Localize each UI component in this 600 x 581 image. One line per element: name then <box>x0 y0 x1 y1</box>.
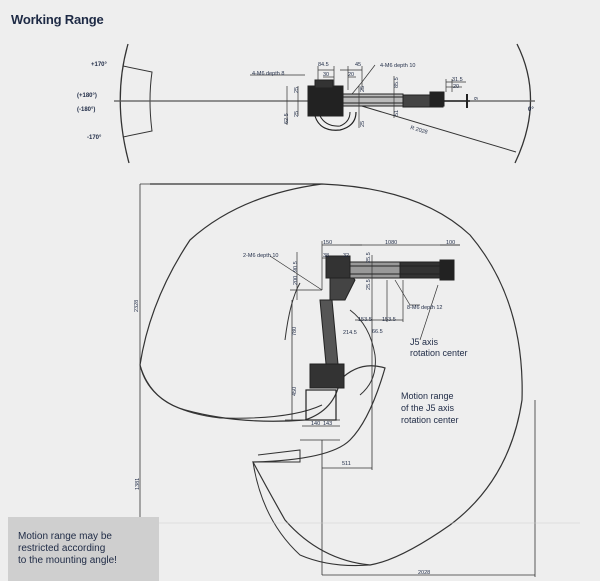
dim-153-5-b: 153.5 <box>382 317 396 323</box>
dim-143: 143 <box>323 421 332 427</box>
dim-780: 780 <box>292 327 298 336</box>
dim-31-5: 31.5 <box>452 77 463 83</box>
dim-1381: 1381 <box>135 478 141 490</box>
angle-label-plus-170: +170° <box>91 62 108 68</box>
side-view-inner-envelope <box>139 364 323 419</box>
section-title: Working Range <box>11 12 104 27</box>
dim-32: 32 <box>343 253 349 259</box>
dim-25-a: 25 <box>294 87 300 93</box>
dim-2328: 2328 <box>134 300 140 312</box>
dim-62-5: 62.5 <box>284 113 290 124</box>
dim-51: 51 <box>394 110 400 116</box>
mounting-angle-note-text: Motion range may be restricted according… <box>18 531 117 566</box>
dim-150: 150 <box>323 240 332 246</box>
angle-label-minus-180: (-180°) <box>77 107 95 113</box>
motion-line-1: Motion range <box>401 391 454 401</box>
top-view-radius-line <box>354 103 517 153</box>
dim-38: 38 <box>323 253 329 259</box>
top-view-arc-left <box>119 43 130 164</box>
dim-45: 45 <box>355 62 361 68</box>
dim-153-5-a: 153.5 <box>358 317 372 323</box>
dim-90-5: 90.5 <box>293 261 299 272</box>
dim-20-b: 20 <box>453 84 459 90</box>
angle-label-minus-170: -170° <box>87 135 102 141</box>
dim-85-5: 85.5 <box>394 77 400 88</box>
angle-label-zero: 0° <box>528 107 534 113</box>
top-view-arc-right <box>514 43 532 164</box>
side-view-robot <box>305 255 455 421</box>
dim-20: 20 <box>348 72 354 78</box>
mounting-angle-note: Motion range may be restricted according… <box>8 517 159 581</box>
dim-214-5: 214.5 <box>343 330 357 336</box>
dim-84-5: 84.5 <box>318 62 329 68</box>
dim-511: 511 <box>342 461 351 467</box>
callout-wrist-holes: 8-M6 depth 12 <box>407 305 442 311</box>
dim-25-c: 25 <box>360 86 366 92</box>
dim-25-d: 25 <box>360 121 366 127</box>
dim-25-5-a: 25.5 <box>366 252 372 263</box>
dim-66-5: 66.5 <box>372 329 383 335</box>
j5-line-2: rotation center <box>410 348 468 358</box>
dim-2028: 2028 <box>418 570 430 576</box>
dim-radius: R 2028 <box>409 125 428 136</box>
callout-base-holes: 4-M6 depth 8 <box>252 71 284 77</box>
dim-25-b: 25 <box>294 111 300 117</box>
dim-100: 100 <box>446 240 455 246</box>
angle-label-plus-180: (+180°) <box>77 93 97 99</box>
callout-motion-range: Motion range of the J5 axis rotation cen… <box>401 391 459 425</box>
dim-30: 30 <box>323 72 329 78</box>
dim-200: 200 <box>293 276 299 285</box>
motion-line-2: of the J5 axis <box>401 403 455 413</box>
dim-140: 140 <box>311 421 320 427</box>
dim-1080: 1080 <box>385 240 397 246</box>
dim-25-5-b: 25.5 <box>366 279 372 290</box>
callout-j5-center: J5 axis rotation center <box>410 337 468 358</box>
top-view-robot <box>307 79 470 131</box>
callout-forearm-holes: 2-M6 depth 10 <box>243 253 278 259</box>
dim-450: 450 <box>292 387 298 396</box>
callout-arm-holes: 4-M6 depth 10 <box>380 63 415 69</box>
j5-line-1: J5 axis <box>410 337 439 347</box>
dim-9: 9 <box>474 97 480 100</box>
motion-line-3: rotation center <box>401 415 459 425</box>
